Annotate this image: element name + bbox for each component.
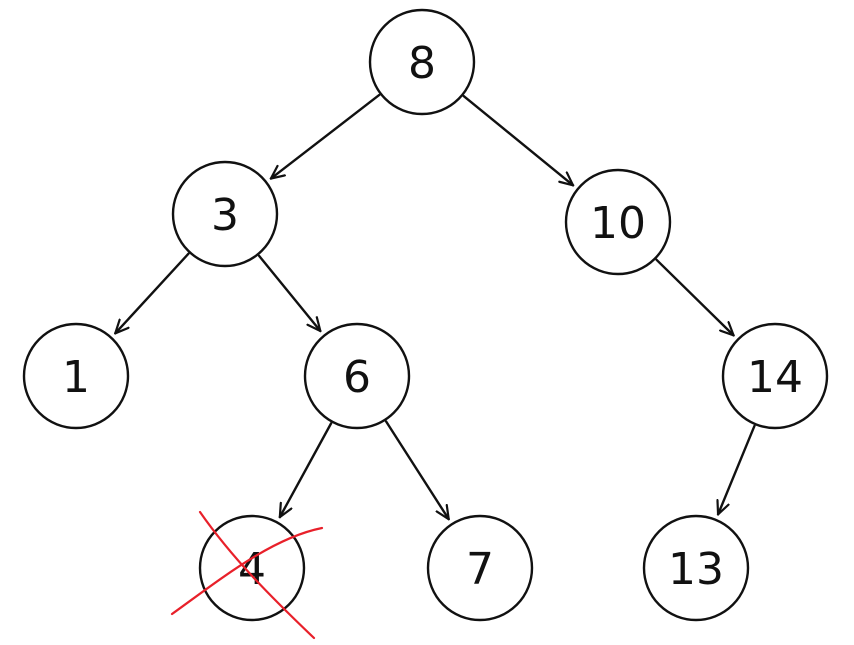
node-circle — [642, 514, 750, 622]
edge-n14-to-n13 — [718, 424, 756, 516]
cross-stroke-1 — [198, 510, 316, 640]
tree-node-7: 7 — [426, 514, 534, 622]
edge-n3-to-n1 — [114, 252, 190, 335]
tree-node-10: 10 — [564, 168, 672, 276]
node-circle — [198, 514, 306, 622]
node-label: 8 — [408, 38, 436, 89]
node-circle — [368, 8, 476, 116]
node-circle — [303, 322, 411, 430]
tree-node-13: 13 — [642, 514, 750, 622]
tree-node-3: 3 — [171, 160, 279, 268]
node-label: 1 — [62, 352, 90, 403]
node-label: 10 — [590, 198, 646, 249]
node-label: 7 — [466, 544, 494, 595]
edge-n8-to-n10 — [462, 94, 575, 187]
tree-node-8: 8 — [368, 8, 476, 116]
cross-stroke-2 — [170, 526, 324, 616]
edge-n10-to-n14 — [655, 258, 735, 337]
edges-layer — [114, 93, 756, 521]
marks-layer — [170, 510, 324, 640]
edge-n6-to-n4 — [278, 422, 333, 519]
node-label: 3 — [211, 190, 239, 241]
tree-node-1: 1 — [22, 322, 130, 430]
node-circle — [564, 168, 672, 276]
node-label: 13 — [668, 544, 724, 595]
node-label: 6 — [343, 352, 371, 403]
tree-node-6: 6 — [303, 322, 411, 430]
node-circle — [426, 514, 534, 622]
node-circle — [22, 322, 130, 430]
edge-n8-to-n3 — [269, 93, 381, 180]
delete-cross-mark — [170, 510, 324, 640]
node-circle — [721, 322, 829, 430]
node-label: 14 — [747, 352, 803, 403]
edge-n3-to-n6 — [257, 254, 322, 333]
tree-node-14: 14 — [721, 322, 829, 430]
edge-n6-to-n7 — [384, 420, 450, 521]
node-circle — [171, 160, 279, 268]
